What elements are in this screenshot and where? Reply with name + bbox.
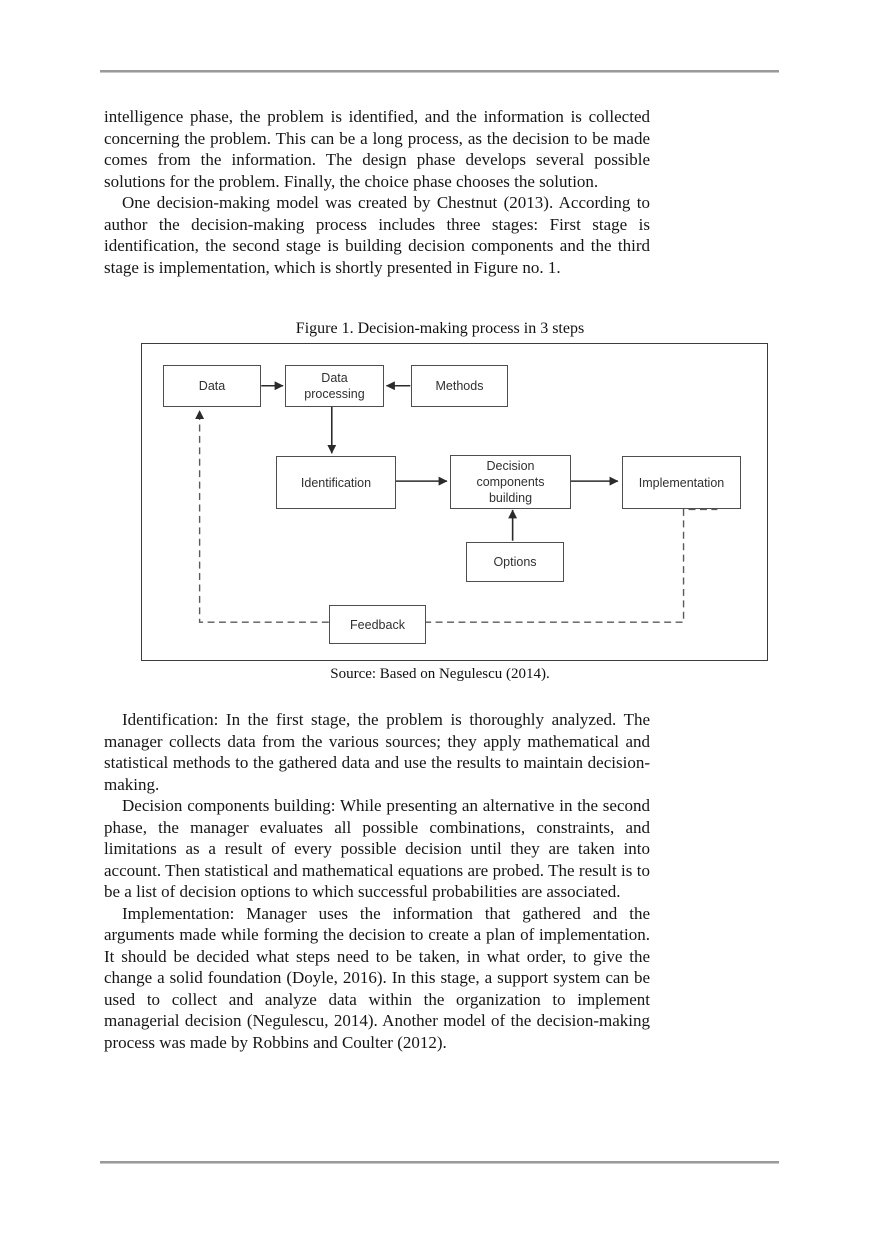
figure-source: Source: Based on Negulescu (2014). <box>330 666 550 682</box>
node-label: Feedback <box>350 617 405 632</box>
node-label: Decision components building <box>476 459 545 505</box>
node-methods: Methods <box>411 365 508 407</box>
paragraph: Decision components building: While pres… <box>104 796 650 901</box>
paragraph: Implementation: Manager uses the informa… <box>104 903 650 1052</box>
figure-caption: Figure 1. Decision-making process in 3 s… <box>295 320 585 337</box>
node-label: Methods <box>435 379 484 393</box>
node-decision-components-building: Decision components building <box>450 455 571 509</box>
node-label: Implementation <box>638 475 725 490</box>
node-data: Data <box>163 365 261 407</box>
node-data-processing: Data processing <box>285 365 384 407</box>
decision-process-diagram: Data Data processing Methods Identificat… <box>141 343 768 661</box>
node-implementation: Implementation <box>622 456 741 509</box>
node-feedback: Feedback <box>329 605 426 644</box>
body-text-block: Identification: In the first stage, the … <box>104 709 650 1053</box>
node-identification: Identification <box>276 456 396 509</box>
intro-text-block: intelligence phase, the problem is ident… <box>104 106 650 278</box>
node-label: Options <box>493 555 537 569</box>
node-label: Data <box>198 379 226 393</box>
node-options: Options <box>466 542 564 582</box>
header-rule <box>100 70 779 73</box>
paragraph: intelligence phase, the problem is ident… <box>104 107 650 191</box>
footer-rule <box>100 1161 779 1164</box>
diagram-connector-arrows <box>195 381 718 623</box>
node-label: Data processing <box>304 371 365 401</box>
paragraph: One decision-making model was created by… <box>104 193 650 277</box>
node-label: Identification <box>300 475 372 490</box>
paragraph: Identification: In the first stage, the … <box>104 710 650 794</box>
